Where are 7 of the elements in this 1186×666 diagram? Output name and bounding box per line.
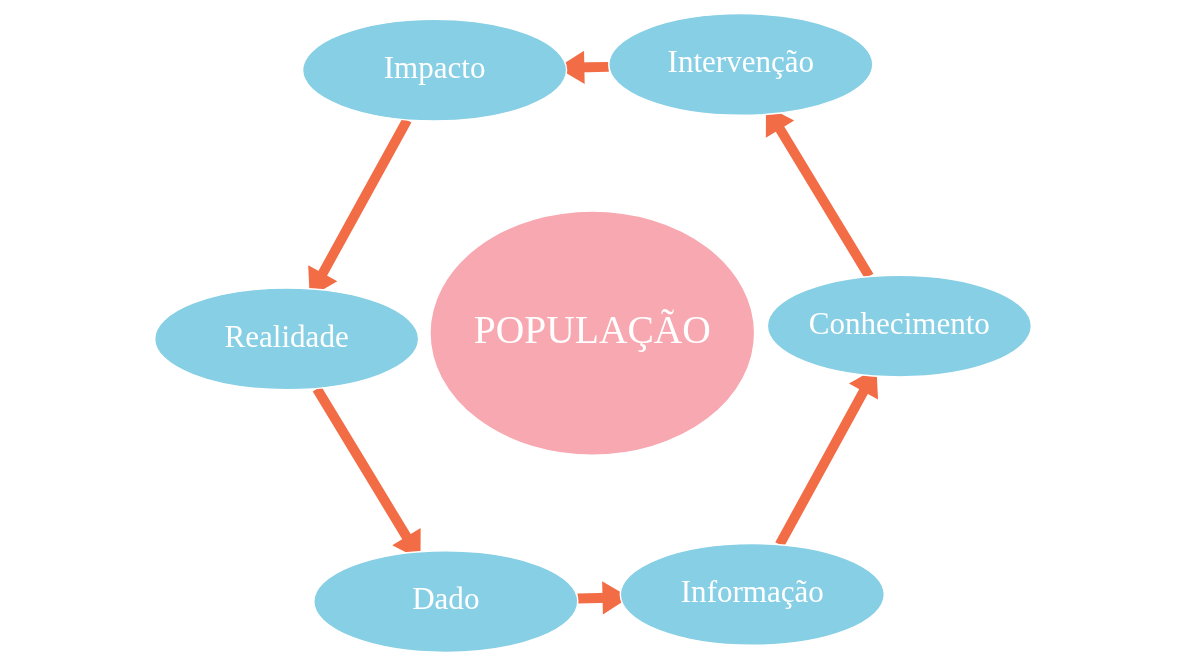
node-ellipse: Intervenção — [608, 12, 874, 116]
node-ellipse: Realidade — [153, 287, 420, 391]
node-ellipse: POPULAÇÃO — [429, 210, 756, 456]
node-ellipse: Dado — [313, 550, 579, 654]
node-ellipse: Impacto — [301, 18, 568, 122]
node-ellipse: Conhecimento — [766, 274, 1033, 378]
node-ellipse: Informação — [619, 542, 885, 646]
